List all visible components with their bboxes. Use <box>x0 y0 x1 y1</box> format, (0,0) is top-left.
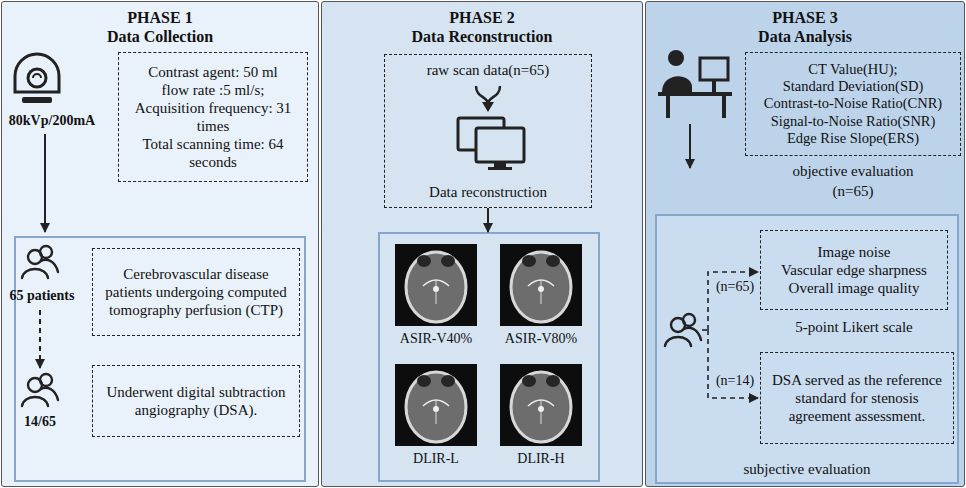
phase-title: PHASE 3 <box>646 8 964 27</box>
text-stack: Image noiseVascular edge sharpnessOveral… <box>761 231 947 309</box>
text-stack: CT Value(HU);Standard Deviation(SD)Contr… <box>746 53 960 155</box>
box-text: DSA served as the reference standard for… <box>769 371 945 425</box>
phase-title: PHASE 1 <box>2 8 318 27</box>
caption-text: objective evaluation <box>745 162 961 180</box>
phase-panel: PHASE 2Data Reconstruction raw scan data(… <box>321 1 643 487</box>
dashed-arrow <box>39 310 41 368</box>
monitor-icon <box>458 118 524 170</box>
image-tile: DLIR-H <box>500 364 582 472</box>
text-stack: DSA served as the reference standard for… <box>761 353 953 443</box>
ct-image <box>395 364 477 446</box>
flow-connector <box>487 208 489 232</box>
image-tile: ASIR-V40% <box>395 244 477 352</box>
dashed-branch <box>708 330 758 398</box>
reconstruction-box: raw scan data(n=65) Data reconstruction <box>384 54 592 208</box>
caption-text: 5-point Likert scale <box>760 318 948 336</box>
image-caption: ASIR-V40% <box>395 331 477 348</box>
phase-title: Data Analysis <box>646 27 964 46</box>
download-icon <box>476 86 500 112</box>
text-stack: raw scan data(n=65) Data reconstruction <box>385 55 591 207</box>
reference-box: DSA served as the reference standard for… <box>760 352 954 444</box>
box-text: Edge Rise Slope(ERS) <box>787 130 919 147</box>
box-text: Data reconstruction <box>429 183 547 201</box>
label-text: 80kVp/200mA <box>2 113 102 130</box>
ct-image <box>500 364 582 446</box>
image-tile: DLIR-L <box>395 364 477 472</box>
dashed-frame: Image noiseVascular edge sharpnessOveral… <box>760 230 948 310</box>
box-text: Acquisition frequency: 31 times <box>127 99 299 135</box>
dashed-frame: CT Value(HU);Standard Deviation(SD)Contr… <box>745 52 961 156</box>
box-text: Vascular edge sharpness <box>781 261 927 279</box>
box-text: Contrast agent: 50 ml <box>148 63 278 81</box>
text-stack: Contrast agent: 50 mlflow rate :5 ml/s;A… <box>119 53 307 181</box>
flow-arrow <box>689 124 691 168</box>
box-text: Overall image quality <box>789 279 920 297</box>
group-box: ASIR-V40% ASIR-V80% DLIR-L DLIR-H <box>378 232 600 482</box>
cohort-box: Cerebrovascular disease patients undergo… <box>92 248 300 336</box>
phase-title: Data Collection <box>2 27 318 46</box>
label-text: (n=14) <box>712 373 758 390</box>
image-caption: DLIR-L <box>395 451 477 468</box>
rating-box: Image noiseVascular edge sharpnessOveral… <box>760 230 948 342</box>
flow-arrow <box>44 134 46 232</box>
group-box: Cerebrovascular disease patients undergo… <box>14 236 306 482</box>
box-text: Underwent digital subtraction angiograph… <box>101 383 291 419</box>
caption-text: (n=65) <box>745 182 961 200</box>
group-caption: subjective evaluation <box>657 460 957 478</box>
phase-title: Data Reconstruction <box>322 27 642 46</box>
label-text: 65 patients <box>2 288 82 305</box>
group-box: subjective evaluation Image noiseVascular… <box>655 214 959 484</box>
dashed-branch <box>702 329 708 331</box>
image-caption: ASIR-V80% <box>500 331 582 348</box>
label-text: 14/65 <box>2 414 78 431</box>
box-text: Signal-to-Noise Ratio(SNR) <box>771 113 936 130</box>
box-text: flow rate :5 ml/s; <box>162 81 265 99</box>
image-caption: DLIR-H <box>500 451 582 468</box>
box-text: Cerebrovascular disease patients undergo… <box>101 265 291 319</box>
text-stack: Cerebrovascular disease patients undergo… <box>93 249 299 335</box>
cohort-box: Underwent digital subtraction angiograph… <box>92 365 300 437</box>
patients-icon <box>22 246 58 278</box>
ct-scanner-icon <box>15 54 59 103</box>
ct-image <box>395 244 477 326</box>
analyst-icon <box>658 50 732 118</box>
phase-title: PHASE 2 <box>322 8 642 27</box>
box-text: Contrast-to-Noise Ratio(CNR) <box>764 95 942 112</box>
label-text: (n=65) <box>712 279 758 296</box>
phase-panel: PHASE 3Data Analysis CT Value(HU);Standar… <box>645 1 965 487</box>
box-text: CT Value(HU); <box>808 61 897 78</box>
raters-icon <box>665 314 701 346</box>
text-stack: Underwent digital subtraction angiograph… <box>93 366 299 436</box>
metrics-box: CT Value(HU);Standard Deviation(SD)Contr… <box>745 52 961 204</box>
box-text: raw scan data(n=65) <box>427 61 550 79</box>
ct-image <box>500 244 582 326</box>
image-tile: ASIR-V80% <box>500 244 582 352</box>
box-text: Image noise <box>818 243 891 261</box>
patients-icon <box>22 374 58 406</box>
box-text: Standard Deviation(SD) <box>783 78 924 95</box>
box-text: Total scanning time: 64 seconds <box>127 135 299 171</box>
dashed-branch <box>708 272 758 330</box>
parameter-box: Contrast agent: 50 mlflow rate :5 ml/s;A… <box>118 52 308 182</box>
